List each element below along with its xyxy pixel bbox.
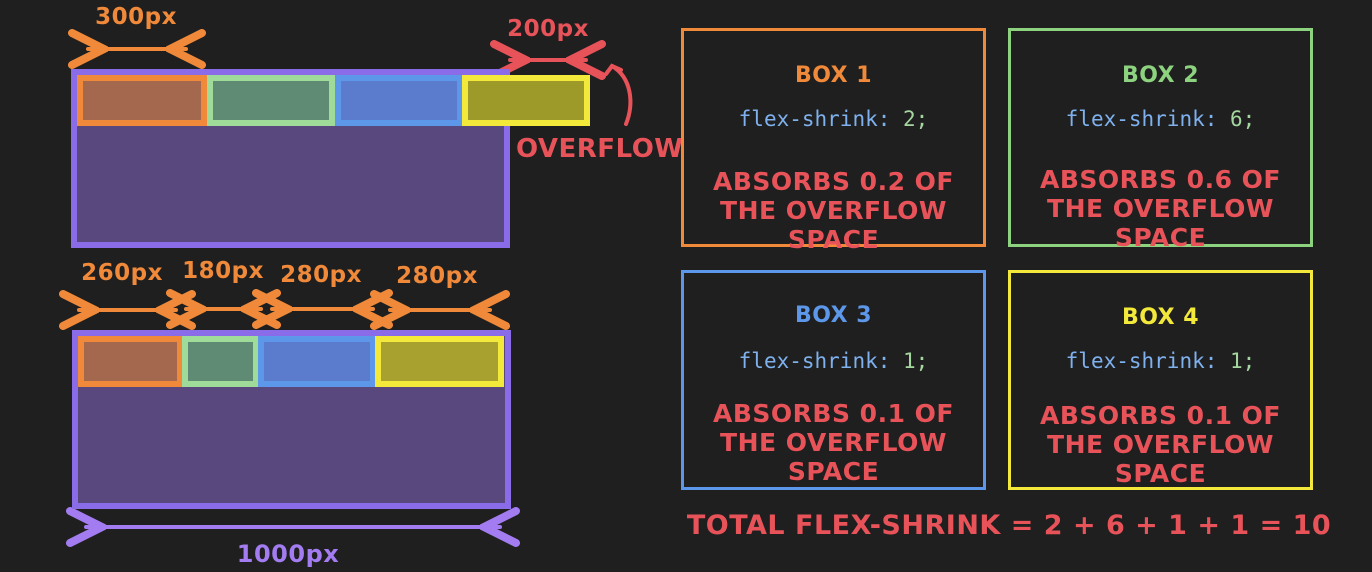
info-box-2: BOX 2 flex-shrink: 6; ABSORBS 0.6 OF THE… bbox=[1008, 28, 1313, 252]
box-4-description: ABSORBS 0.1 OF THE OVERFLOW SPACE bbox=[1040, 401, 1281, 488]
width-label-280-a: 280px bbox=[280, 262, 362, 288]
box-2-description: ABSORBS 0.6 OF THE OVERFLOW SPACE bbox=[1040, 165, 1281, 252]
box-2-title: BOX 2 bbox=[1121, 63, 1200, 88]
flex-item-3-top bbox=[335, 75, 463, 126]
width-label-280-b: 280px bbox=[396, 263, 478, 289]
flex-item-4-top-overflowing bbox=[462, 75, 590, 126]
box-1-title: BOX 1 bbox=[794, 63, 873, 88]
box-2-code: flex-shrink: 6; bbox=[1011, 107, 1310, 131]
info-box-3: BOX 3 flex-shrink: 1; ABSORBS 0.1 OF THE… bbox=[681, 270, 986, 490]
width-label-180: 180px bbox=[182, 258, 264, 284]
flex-item-1-top bbox=[77, 75, 207, 126]
flex-item-4-bottom bbox=[375, 336, 504, 387]
overflow-curve-arrow bbox=[610, 64, 633, 126]
box-2-property: flex-shrink: bbox=[1065, 107, 1218, 131]
box-3-description: ABSORBS 0.1 OF THE OVERFLOW SPACE bbox=[713, 399, 954, 486]
container-width-label: 1000px bbox=[236, 540, 340, 568]
flex-item-1-bottom bbox=[78, 336, 183, 387]
box-4-title: BOX 4 bbox=[1121, 305, 1200, 330]
total-flex-shrink: TOTAL FLEX-SHRINK = 2 + 6 + 1 + 1 = 10 bbox=[686, 510, 1332, 541]
overflow-label: OVERFLOW bbox=[516, 134, 684, 164]
info-box-1: BOX 1 flex-shrink: 2; ABSORBS 0.2 OF THE… bbox=[681, 28, 986, 254]
box-2-value: 6; bbox=[1230, 107, 1256, 131]
box-4-code: flex-shrink: 1; bbox=[1011, 349, 1310, 373]
box-3-property: flex-shrink: bbox=[738, 349, 891, 373]
flex-item-2-top bbox=[207, 75, 335, 126]
flex-item-3-bottom bbox=[258, 336, 376, 387]
box-1-value: 2; bbox=[903, 107, 929, 131]
box-1-property: flex-shrink: bbox=[738, 107, 891, 131]
box-1-code: flex-shrink: 2; bbox=[684, 107, 983, 131]
box-4-value: 1; bbox=[1230, 349, 1256, 373]
box-3-code: flex-shrink: 1; bbox=[684, 349, 983, 373]
box-3-value: 1; bbox=[903, 349, 929, 373]
box-1-description: ABSORBS 0.2 OF THE OVERFLOW SPACE bbox=[713, 167, 954, 254]
width-label-260: 260px bbox=[81, 260, 163, 286]
box-4-property: flex-shrink: bbox=[1065, 349, 1218, 373]
width-label-200: 200px bbox=[507, 16, 589, 42]
box-3-title: BOX 3 bbox=[794, 303, 873, 328]
info-box-4: BOX 4 flex-shrink: 1; ABSORBS 0.1 OF THE… bbox=[1008, 270, 1313, 490]
width-label-300: 300px bbox=[95, 4, 177, 30]
flex-item-2-bottom bbox=[182, 336, 259, 387]
